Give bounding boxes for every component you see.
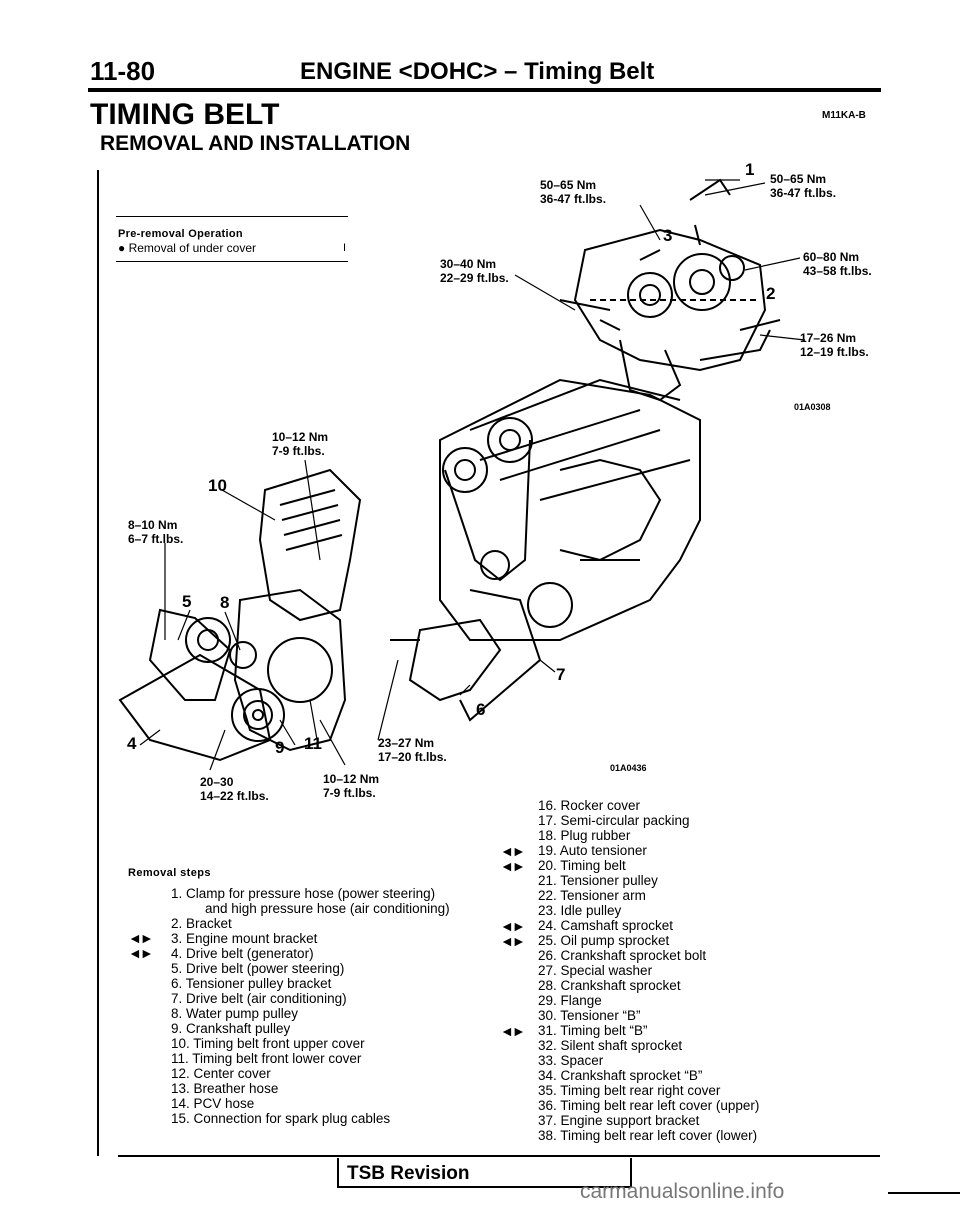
step-item: 17. Semi-circular packing (538, 813, 690, 828)
step-item: 11. Timing belt front lower cover (171, 1051, 362, 1066)
section-title: TIMING BELT (90, 98, 280, 131)
step-item: and high pressure hose (air conditioning… (205, 901, 450, 916)
step-item: 3. Engine mount bracket (171, 931, 318, 946)
step-item: 1. Clamp for pressure hose (power steeri… (171, 886, 436, 901)
step-item: 38. Timing belt rear left cover (lower) (538, 1128, 758, 1143)
service-point-mark: ◄► (128, 945, 154, 961)
upper-leaders (514, 179, 806, 341)
engine-drawing (390, 378, 701, 722)
step-item: 28. Crankshaft sprocket (538, 978, 681, 993)
part-label: 2 (766, 284, 776, 303)
chapter-title: ENGINE <DOHC> – Timing Belt (300, 58, 655, 85)
step-item: 32. Silent shaft sprocket (538, 1038, 683, 1053)
part-label: 9 (275, 738, 285, 757)
pre-removal-box (116, 216, 348, 262)
step-item: 8. Water pump pulley (171, 1006, 299, 1021)
part-label: 4 (127, 734, 137, 753)
step-item: 26. Crankshaft sprocket bolt (538, 948, 707, 963)
step-item: 10. Timing belt front upper cover (171, 1036, 365, 1051)
step-item: 30. Tensioner “B” (538, 1008, 641, 1023)
part-label: 7 (556, 665, 566, 684)
step-item: 7. Drive belt (air conditioning) (171, 991, 347, 1006)
step-item: 27. Special washer (538, 963, 653, 978)
section-code: M11KA-B (822, 110, 866, 121)
step-item: 29. Flange (538, 993, 602, 1008)
header-rule (88, 88, 881, 92)
step-item: 2. Bracket (171, 916, 232, 931)
pre-removal-item: ● Removal of under cover (118, 241, 256, 255)
part-label: 3 (663, 226, 673, 245)
watermark: carmanualsonline.info (580, 1180, 785, 1203)
step-item: 5. Drive belt (power steering) (171, 961, 345, 976)
tsb-revision-label: TSB Revision (347, 1163, 470, 1184)
left-margin-rule (97, 170, 99, 1156)
lower-leaders (139, 459, 556, 771)
step-item: 18. Plug rubber (538, 828, 631, 843)
step-item: 36. Timing belt rear left cover (upper) (538, 1098, 760, 1113)
page-number: 11-80 (90, 56, 156, 86)
figure-code-lower: 01A0436 (610, 763, 647, 773)
footer-rule (118, 1155, 880, 1157)
service-point-mark: ◄► (500, 918, 526, 934)
part-label: 5 (182, 592, 192, 611)
step-item: 4. Drive belt (generator) (171, 946, 314, 961)
step-item: 20. Timing belt (538, 858, 626, 873)
part-label: 1 (745, 160, 755, 179)
part-label: 8 (220, 593, 230, 612)
pre-removal-mark: I (343, 242, 347, 254)
part-label: 6 (476, 700, 486, 719)
service-point-mark: ◄► (500, 843, 526, 859)
service-point-mark: ◄► (500, 858, 526, 874)
figure-code-upper: 01A0308 (794, 402, 831, 412)
step-item: 25. Oil pump sprocket (538, 933, 670, 948)
removal-steps-left: 1. Clamp for pressure hose (power steeri… (171, 886, 450, 1126)
upper-figure-drawing (559, 178, 781, 402)
step-item: 35. Timing belt rear right cover (538, 1083, 721, 1098)
step-item: 22. Tensioner arm (538, 888, 646, 903)
covers-drawing (118, 468, 362, 762)
step-item: 34. Crankshaft sprocket “B” (538, 1068, 703, 1083)
step-item: 23. Idle pulley (538, 903, 622, 918)
pre-removal-title: Pre-removal Operation (118, 228, 243, 240)
step-item: 13. Breather hose (171, 1081, 279, 1096)
step-item: 19. Auto tensioner (538, 843, 647, 858)
step-item: 24. Camshaft sprocket (538, 918, 674, 933)
watermark-rule (888, 1192, 960, 1194)
step-item: 14. PCV hose (171, 1096, 255, 1111)
step-item: 15. Connection for spark plug cables (171, 1111, 391, 1126)
service-point-mark: ◄► (500, 933, 526, 949)
part-label: 11 (304, 734, 322, 753)
removal-steps-title: Removal steps (128, 867, 211, 879)
step-item: 37. Engine support bracket (538, 1113, 700, 1128)
service-point-mark: ◄► (500, 1023, 526, 1039)
step-item: 16. Rocker cover (538, 798, 641, 813)
section-subtitle: REMOVAL AND INSTALLATION (100, 132, 411, 155)
removal-steps-right: 16. Rocker cover 17. Semi-circular packi… (538, 798, 759, 1143)
part-label: 10 (208, 476, 227, 495)
step-item: 21. Tensioner pulley (538, 873, 658, 888)
step-item: 6. Tensioner pulley bracket (171, 976, 332, 991)
step-item: 31. Timing belt “B” (538, 1023, 648, 1038)
step-item: 33. Spacer (538, 1053, 604, 1068)
tsb-revision-box (337, 1158, 632, 1188)
service-point-mark: ◄► (128, 930, 154, 946)
step-item: 9. Crankshaft pulley (171, 1021, 291, 1036)
step-item: 12. Center cover (171, 1066, 271, 1081)
